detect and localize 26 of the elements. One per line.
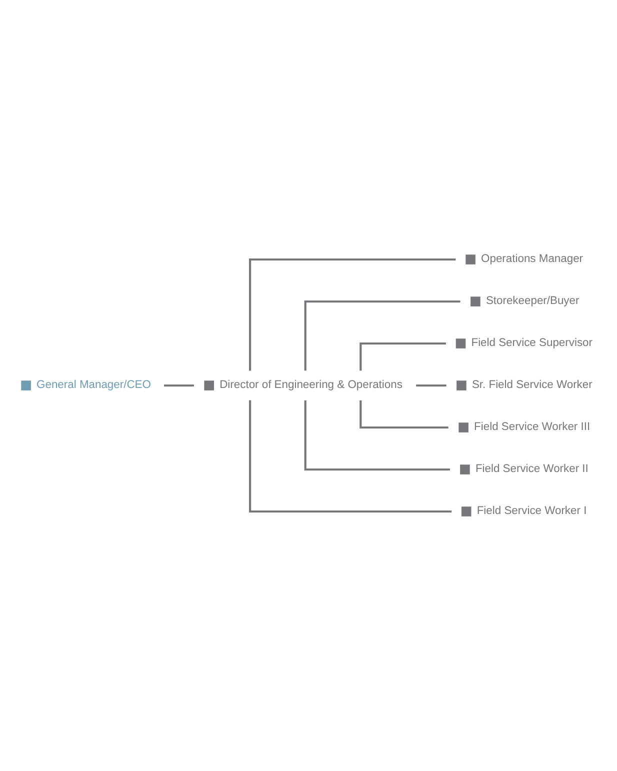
connector bbox=[360, 400, 448, 429]
node-box bbox=[470, 296, 480, 306]
node-label: Field Service Worker III bbox=[474, 421, 590, 434]
node-box bbox=[461, 506, 472, 516]
node-box bbox=[460, 464, 470, 474]
connector bbox=[360, 342, 446, 371]
connector bbox=[416, 384, 446, 387]
node-box bbox=[466, 254, 476, 264]
node-label: Storekeeper/Buyer bbox=[486, 295, 580, 308]
connector bbox=[249, 258, 456, 371]
node-box bbox=[21, 380, 31, 390]
node-label: Field Service Supervisor bbox=[471, 337, 592, 350]
node-label: Sr. Field Service Worker bbox=[472, 379, 592, 392]
node-box bbox=[456, 338, 466, 348]
connector bbox=[304, 300, 460, 371]
connector bbox=[304, 400, 450, 471]
node-box bbox=[456, 380, 466, 390]
node-label: Operations Manager bbox=[481, 253, 584, 266]
connector bbox=[164, 384, 194, 387]
node-label: Director of Engineering & Operations bbox=[220, 379, 402, 392]
node-label: Field Service Worker II bbox=[475, 463, 588, 476]
node-box bbox=[458, 422, 468, 432]
node-label: Field Service Worker I bbox=[476, 505, 587, 518]
node-label: General Manager/CEO bbox=[36, 379, 151, 392]
connector bbox=[249, 400, 452, 513]
node-box bbox=[204, 380, 214, 390]
